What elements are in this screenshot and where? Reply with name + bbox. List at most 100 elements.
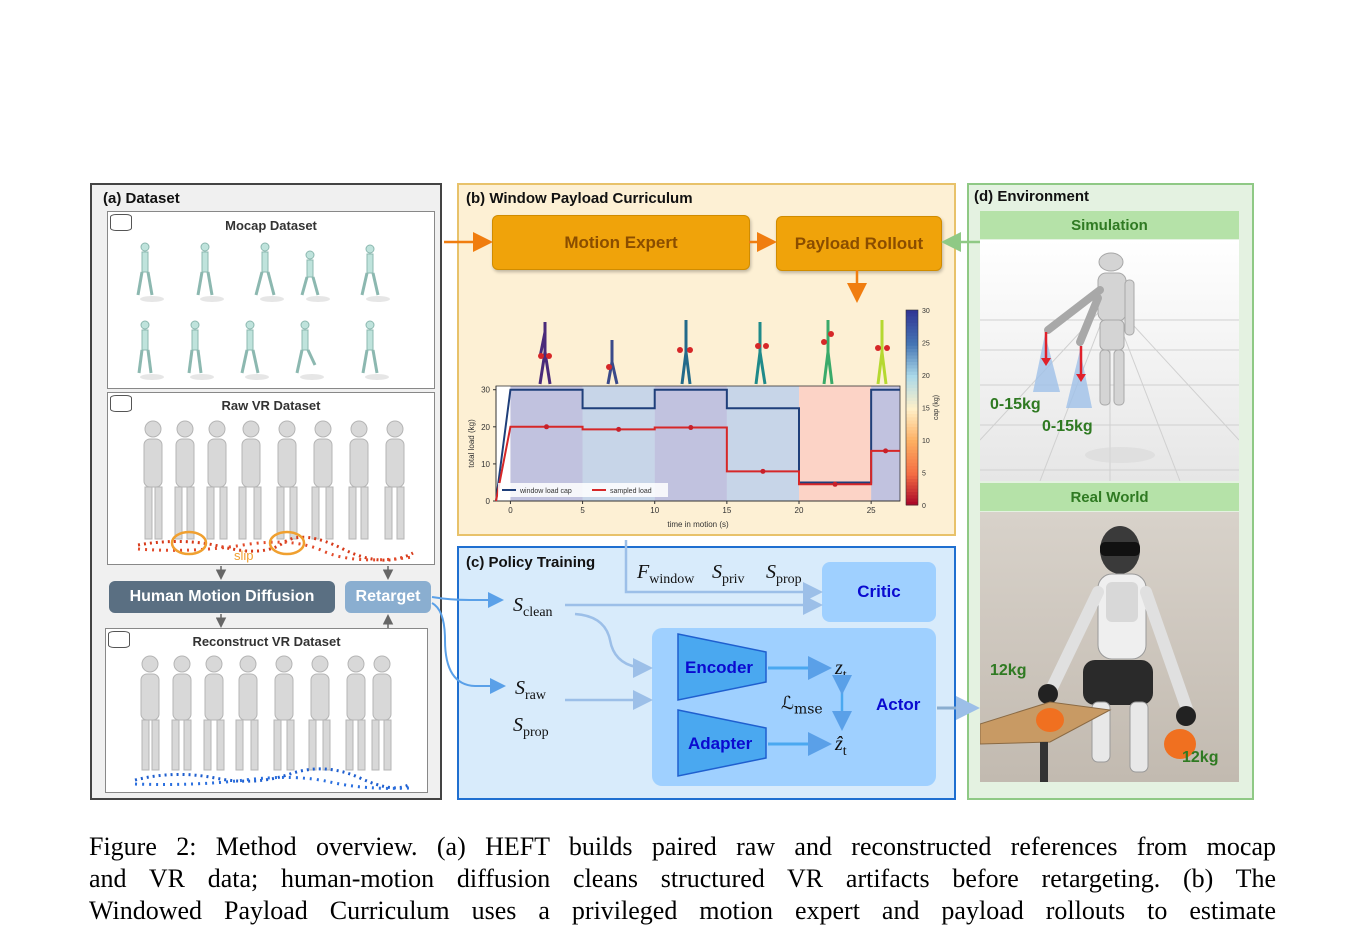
real-load-label-2: 12kg (1182, 749, 1219, 766)
simulation-scene (980, 240, 1239, 481)
colorbar-segment (906, 397, 918, 402)
colorbar-label: cap (kg) (933, 395, 940, 420)
colorbar-segment (906, 414, 918, 418)
colorbar-segment (906, 371, 918, 376)
vr-body-figure (235, 655, 259, 771)
colorbar-segment (906, 323, 918, 327)
sampled-load-point (544, 424, 549, 430)
database-icon (110, 214, 132, 231)
f-window-symbol: Fwindow (637, 561, 695, 587)
human-motion-diffusion-button[interactable]: Human Motion Diffusion (109, 581, 335, 613)
x-tick-label: 25 (867, 506, 876, 515)
colorbar-tick-label: 15 (922, 406, 930, 413)
colorbar-frame (905, 309, 919, 506)
mocap-figure (361, 320, 379, 374)
colorbar-segment (906, 319, 918, 324)
panel-dataset-title: (a) Dataset (103, 190, 180, 207)
database-icon (110, 395, 132, 412)
colorbar-segment (906, 449, 918, 454)
colorbar-segment (906, 492, 918, 496)
colorbar-segment (906, 423, 918, 428)
mocap-figure (136, 242, 154, 296)
colorbar-segment (906, 339, 918, 343)
colorbar-segment (906, 342, 918, 347)
colorbar-segment (906, 420, 918, 425)
slip-highlight-1 (170, 530, 208, 556)
colorbar-segment (906, 401, 918, 405)
vr-body-figure (174, 420, 195, 540)
colorbar-segment (906, 368, 918, 373)
y-tick-label: 20 (481, 423, 490, 432)
window-band (510, 386, 583, 501)
payload-cone (1066, 350, 1092, 408)
adapter-label: Adapter (688, 734, 753, 753)
encoder-label: Encoder (685, 658, 754, 677)
mocap-figure (360, 244, 380, 296)
x-tick-label: 10 (650, 506, 659, 515)
sampled-load-point (760, 468, 766, 474)
colorbar-segment (906, 488, 918, 493)
vr-body-figure (276, 420, 298, 540)
kettlebell-right (1164, 729, 1196, 759)
real-world-header: Real World (980, 483, 1239, 511)
panel-environment-title: (d) Environment (974, 188, 1089, 205)
l-mse-symbol: ℒmse (781, 693, 823, 718)
colorbar-segment (906, 430, 918, 434)
colorbar-segment (906, 443, 918, 447)
colorbar-segment (906, 332, 918, 337)
z-t-symbol: zt (835, 657, 847, 683)
colorbar-segment (906, 313, 918, 317)
colorbar-segment (906, 469, 918, 473)
mocap-figure (137, 320, 153, 374)
encoder-adapter-shapes (677, 633, 767, 777)
colorbar-segment (906, 362, 918, 366)
motion-expert-box: Motion Expert (492, 215, 750, 270)
colorbar-segment (906, 310, 918, 314)
colorbar-segment (906, 394, 918, 399)
colorbar-segment (906, 485, 918, 490)
colorbar-segment (906, 336, 918, 340)
panel-curriculum-title: (b) Window Payload Curriculum (466, 190, 693, 207)
sampled-load-point (616, 426, 622, 432)
colorbar-segment (906, 427, 918, 431)
colorbar-segment (906, 501, 918, 506)
x-tick-label: 15 (722, 506, 731, 515)
colorbar-segment (906, 495, 918, 499)
chart-frame (495, 385, 901, 502)
mocap-figure (300, 250, 320, 296)
window-band (654, 386, 727, 501)
colorbar-segment (906, 358, 918, 363)
actor-label: Actor (876, 695, 921, 714)
colorbar-segment (906, 365, 918, 369)
zhat-t-symbol: ẑt (835, 733, 847, 759)
figure-caption-line-3: Windowed Payload Curriculum uses a privi… (89, 896, 1276, 925)
kettlebell-left (1036, 708, 1064, 732)
x-tick-label: 20 (795, 506, 804, 515)
vr-body-figure (238, 420, 262, 540)
window-band (871, 386, 900, 501)
sampled-load-point (883, 448, 889, 454)
colorbar-tick-label: 5 (922, 471, 926, 478)
mocap-figure (295, 320, 317, 374)
colorbar-segment (906, 466, 918, 470)
vr-body-figure (345, 655, 366, 771)
payload-rollout-box: Payload Rollout (776, 216, 942, 271)
colorbar-segment (906, 384, 918, 389)
x-axis-label: time in motion (s) (667, 520, 729, 529)
encoder-trapezoid (677, 633, 767, 701)
vr-body-figure (206, 420, 228, 540)
figure-caption-line-1: Figure 2: Method overview. (a) HEFT buil… (89, 832, 1276, 861)
colorbar-segment (906, 440, 918, 444)
colorbar-segment (906, 456, 918, 460)
s-prop-symbol-2: Sprop (513, 714, 549, 740)
stick-figure (876, 320, 888, 385)
colorbar-segment (906, 472, 918, 477)
retarget-button[interactable]: Retarget (345, 581, 431, 613)
slip-highlight-2 (268, 530, 306, 556)
colorbar-segment (906, 482, 918, 486)
y-tick-label: 30 (481, 386, 490, 395)
colorbar-segment (906, 355, 918, 360)
raw-vr-figures (137, 420, 414, 562)
stick-figure (680, 320, 692, 385)
